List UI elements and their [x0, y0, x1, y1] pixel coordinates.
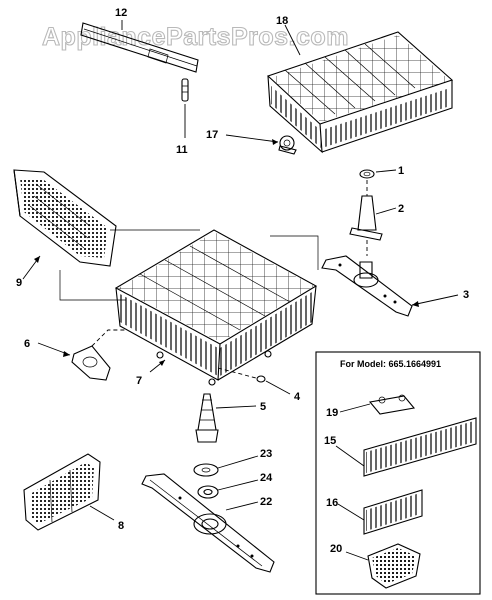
inset-model-label: For Model: 665.1664991 [340, 359, 441, 369]
callout-9: 9 [16, 277, 22, 289]
callout-23: 23 [260, 448, 272, 460]
part-12-rail [80, 22, 199, 73]
callout-5: 5 [260, 401, 266, 413]
part-7-lower-rack [114, 229, 318, 386]
callout-12: 12 [115, 7, 127, 19]
part-2-manifold [349, 180, 383, 256]
callout-4: 4 [294, 391, 301, 403]
part-20-small-basket [367, 543, 421, 589]
callout-17: 17 [206, 129, 218, 141]
part-9-basket [13, 169, 117, 267]
callout-11: 11 [176, 144, 188, 156]
callout-6: 6 [24, 338, 30, 350]
model-inset-box: For Model: 665.1664991 [315, 351, 481, 595]
callout-24: 24 [260, 472, 273, 484]
callout-18: 18 [276, 15, 288, 27]
part-19-clip [368, 394, 416, 415]
callout-20: 20 [330, 543, 342, 555]
part-5-lower-manifold [195, 393, 219, 443]
part-6-wheel-bracket [71, 345, 111, 381]
callout-19: 19 [326, 407, 338, 419]
callout-3: 3 [463, 289, 469, 301]
part-8-silverware-basket [23, 453, 101, 531]
part-1-nut [359, 169, 375, 179]
callout-labels: 12 18 17 11 1 2 3 9 6 7 4 5 23 24 22 8 1… [16, 7, 469, 555]
watermark: AppliancePartsPros.com [42, 23, 349, 51]
part-3-upper-spray-arm [321, 255, 413, 317]
part-4-nut [256, 375, 266, 383]
part-22-lower-spray-arm [141, 473, 275, 573]
callout-15: 15 [324, 435, 336, 447]
part-15-tine-row [363, 417, 477, 477]
part-23-washer [193, 463, 219, 477]
callout-2: 2 [398, 203, 404, 215]
part-18-upper-rack [266, 31, 454, 154]
callout-22: 22 [260, 496, 272, 508]
callout-7: 7 [136, 375, 142, 387]
part-17-clip [278, 135, 297, 155]
part-11-pin [181, 78, 189, 102]
part-16-tine-row [363, 489, 423, 535]
callout-16: 16 [326, 497, 338, 509]
part-24-ring [197, 485, 219, 499]
callout-1: 1 [398, 165, 404, 177]
callout-8: 8 [118, 520, 124, 532]
